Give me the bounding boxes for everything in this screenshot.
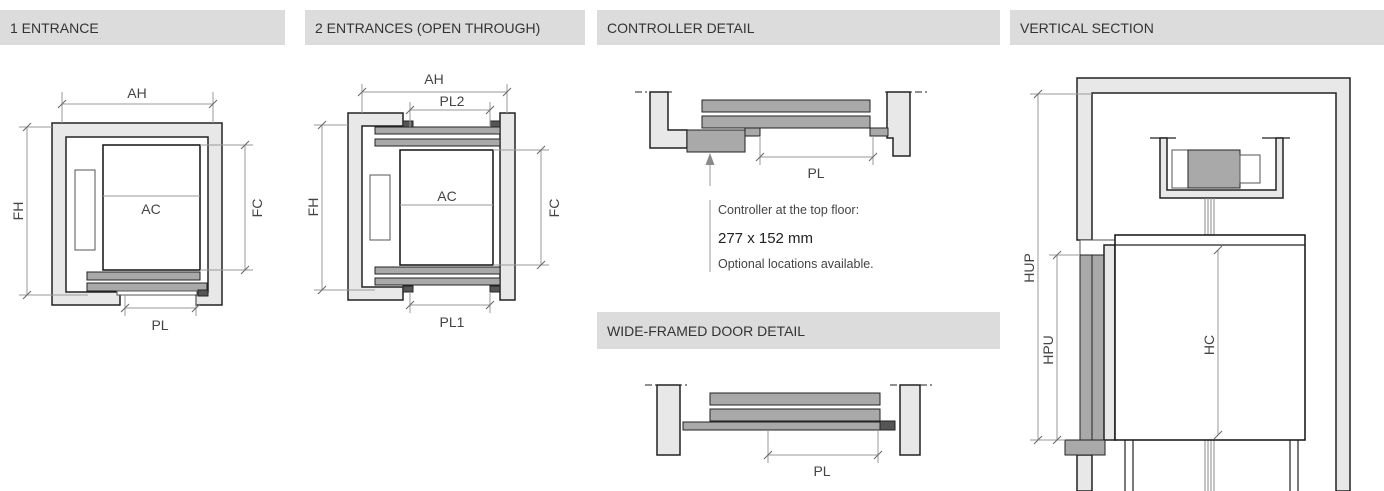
landing-door-panel-1 [1079, 254, 1093, 441]
dimension-lines [19, 92, 253, 316]
label-pl: PL [151, 317, 168, 333]
frame-end-block [879, 420, 896, 431]
dimension-ticks [755, 152, 878, 162]
label-hup: HUP [1021, 253, 1037, 283]
car-door-panel [1103, 244, 1116, 441]
label-ac: AC [437, 188, 456, 204]
front-sill-block-right [489, 285, 501, 293]
door-sill-block [197, 289, 209, 297]
counterweight [74, 169, 96, 251]
rear-sill-block-right [489, 120, 501, 128]
car-door-panel [86, 271, 201, 281]
machine-motor [1187, 149, 1241, 189]
car-cabin [1114, 234, 1306, 441]
dimension-lines [767, 430, 879, 463]
car-cabin [102, 144, 201, 271]
sill-right [869, 127, 889, 137]
landing-wall-left [656, 384, 681, 456]
panel-2-header [305, 10, 585, 45]
door-sill [116, 290, 198, 296]
dimension-lines [314, 84, 549, 313]
label-ac: AC [141, 201, 160, 217]
label-pl: PL [807, 165, 824, 181]
label-pl: PL [813, 463, 830, 479]
shaft-walls [51, 122, 223, 306]
dimension-ticks [1033, 89, 1223, 445]
shaft-wall-right [499, 112, 516, 301]
landing-door-panel-2 [1091, 254, 1105, 441]
dimension-ticks [22, 99, 250, 313]
car-cabin [399, 149, 494, 266]
shaft-wall-left [347, 112, 404, 301]
vertical-section-title: VERTICAL SECTION [1020, 20, 1154, 36]
panel-wide-framed-door-detail: WIDE-FRAMED DOOR DETAIL PL [597, 312, 1000, 479]
controller-detail-title: CONTROLLER DETAIL [607, 20, 755, 36]
label-fh: FH [305, 198, 321, 217]
wide-framed-title: WIDE-FRAMED DOOR DETAIL [607, 323, 805, 339]
machine-encoder [1239, 154, 1261, 184]
landing-door-panel [86, 282, 208, 292]
controller-note-line1: Controller at the top floor: [718, 203, 859, 217]
controller-detail-header [597, 10, 1000, 45]
front-sill-block-left [402, 285, 414, 293]
car-door-panel [709, 408, 881, 422]
panel-vertical-section: VERTICAL SECTION HUP HPU HC [1010, 10, 1384, 491]
rear-sill-block-left [402, 120, 414, 128]
counterweight [369, 174, 391, 241]
label-fc: FC [249, 199, 265, 218]
label-ah: AH [127, 85, 146, 101]
label-pl2: PL2 [440, 93, 465, 109]
landing-wall-right [886, 91, 911, 157]
dimension-lines [759, 136, 874, 165]
dimension-ticks [763, 450, 883, 460]
rear-car-door-panel [374, 138, 501, 147]
car-door-panel [701, 115, 871, 129]
panel-controller-detail: CONTROLLER DETAIL PL Controller at the t… [597, 10, 1000, 272]
dimension-ticks [317, 87, 546, 310]
label-hc: HC [1201, 335, 1217, 355]
machine-frame [1159, 137, 1284, 199]
label-pl1: PL1 [440, 314, 465, 330]
label-ah: AH [424, 71, 443, 87]
shaft-wall-lower [1076, 454, 1093, 491]
panel-1-entrance: 1 ENTRANCE AC AH FH FC PL [0, 10, 285, 333]
wide-door-frame [682, 421, 881, 431]
panel-1-header [0, 10, 285, 45]
controller-box [686, 129, 746, 153]
suspension-ropes [1204, 198, 1215, 491]
label-hpu: HPU [1040, 335, 1056, 365]
sill-left [744, 127, 761, 137]
landing-sill [1064, 439, 1106, 456]
front-car-door-panel [374, 266, 501, 275]
vertical-section-header [1010, 10, 1384, 45]
landing-door-panel [701, 99, 871, 113]
wide-framed-header [597, 312, 1000, 349]
landing-door-panel [709, 392, 881, 406]
label-fc: FC [546, 199, 562, 218]
guide-rails [1124, 440, 1299, 491]
landing-wall-left [649, 91, 688, 149]
label-fh: FH [10, 202, 26, 221]
panel-2-entrances: 2 ENTRANCES (OPEN THROUGH) AC AH PL2 FH … [305, 10, 585, 330]
front-landing-door-panel [374, 277, 501, 286]
controller-note-line2: Optional locations available. [718, 257, 874, 271]
panel-2-title: 2 ENTRANCES (OPEN THROUGH) [315, 20, 540, 36]
panel-1-title: 1 ENTRANCE [10, 20, 99, 36]
landing-wall-right [899, 384, 921, 456]
arrow-up-icon [705, 153, 715, 165]
controller-size: 277 x 152 mm [718, 230, 813, 247]
machine-brake [1171, 149, 1191, 189]
dimension-lines [1030, 93, 1219, 441]
rear-landing-door-panel [374, 126, 501, 135]
